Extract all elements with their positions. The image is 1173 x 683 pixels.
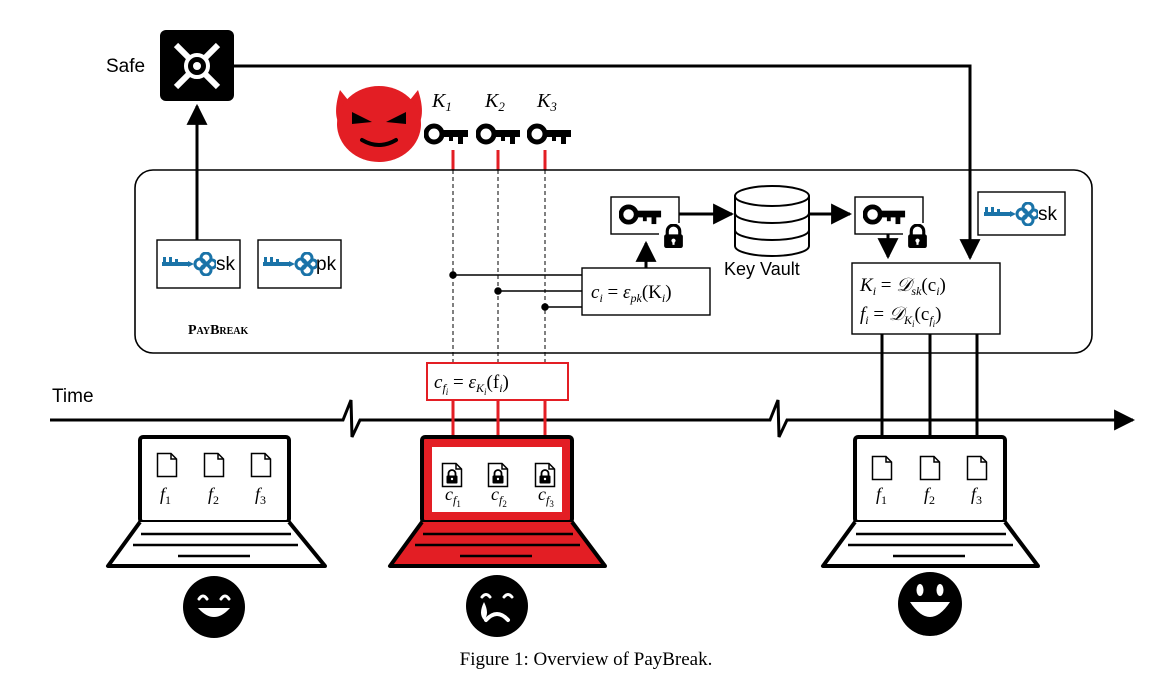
database-icon: [734, 185, 810, 257]
encrypt-key-formula-box: ci = εpk(Ki): [581, 267, 711, 316]
svg-text:f3: f3: [971, 484, 982, 507]
svg-text:cfi = εKi(fi): cfi = εKi(fi): [434, 372, 509, 397]
restore-arrows: [871, 334, 988, 457]
laptop-clean: f1 f2 f3: [106, 435, 327, 568]
key-k1: K1: [426, 90, 468, 144]
svg-text:cf3: cf3: [538, 484, 554, 509]
svg-text:f1: f1: [160, 484, 171, 507]
happy-face-icon: [183, 576, 245, 638]
safe-to-decryption-arrow: [234, 64, 981, 261]
svg-text:K1: K1: [431, 90, 452, 114]
file-f3: f3: [250, 452, 272, 507]
file-f1-recovered: f1: [871, 455, 893, 507]
laptop-recovered: f1 f2 f3: [821, 435, 1040, 568]
svg-text:K2: K2: [484, 90, 505, 114]
locked-file-cf3: cf3: [534, 462, 556, 509]
public-key-box: pk: [257, 239, 342, 289]
key-dashed-lines: [452, 170, 546, 363]
svg-text:K3: K3: [536, 90, 557, 114]
crying-face-icon: [466, 575, 528, 637]
encrypt-file-formula-box: cfi = εKi(fi): [426, 362, 569, 401]
secret-key-box-right: sk: [977, 191, 1066, 236]
locked-file-cf2: cf2: [487, 462, 509, 509]
grinning-face-icon: [898, 572, 962, 636]
time-label: Time: [52, 386, 94, 407]
key-icon: [478, 126, 520, 144]
key-red-stubs: [451, 150, 547, 170]
secret-key-box-left: sk: [156, 239, 241, 289]
locked-file-cf1: cf1: [441, 462, 463, 509]
decrypt-formula-box: Ki = 𝒟sk(ci) fi = 𝒟Ki(cfi): [851, 262, 1001, 335]
svg-text:f2: f2: [208, 484, 219, 507]
file-icon: [156, 452, 178, 478]
safe-icon: [160, 30, 234, 101]
locked-key-box-encrypt: [610, 196, 687, 251]
key-taps: [449, 271, 582, 311]
svg-text:f2: f2: [924, 484, 935, 507]
key-k3: K3: [529, 90, 571, 144]
laptop-encrypted: cf1 cf2 cf3: [388, 435, 607, 568]
svg-text:f3: f3: [255, 484, 266, 507]
file-icon: [203, 452, 225, 478]
svg-text:Ki = 𝒟sk(ci): Ki = 𝒟sk(ci): [859, 275, 946, 298]
key-vault-label: Key Vault: [724, 259, 800, 279]
file-f2: f2: [203, 452, 225, 507]
svg-text:ci = εpk(Ki): ci = εpk(Ki): [591, 282, 672, 305]
file-icon: [250, 452, 272, 478]
safe-label: Safe: [106, 56, 145, 77]
figure-caption: Figure 1: Overview of PayBreak.: [460, 649, 713, 670]
file-icon: [919, 455, 941, 481]
locked-key-box-decrypt: [854, 196, 931, 251]
devil-icon: [336, 86, 422, 162]
file-f3-recovered: f3: [966, 455, 988, 507]
key-icon: [426, 126, 468, 144]
timeline: [50, 399, 1136, 438]
svg-text:sk: sk: [1038, 204, 1058, 225]
paybreak-label: PayBreak: [188, 323, 249, 338]
key-k2: K2: [478, 90, 520, 144]
svg-text:cf2: cf2: [491, 484, 507, 509]
svg-text:sk: sk: [216, 254, 236, 275]
svg-text:cf1: cf1: [445, 484, 461, 509]
key-icon: [529, 126, 571, 144]
paybreak-container: [134, 169, 1093, 354]
file-f2-recovered: f2: [919, 455, 941, 507]
file-f1: f1: [156, 452, 178, 507]
file-icon: [871, 455, 893, 481]
svg-text:pk: pk: [316, 254, 337, 275]
file-icon: [966, 455, 988, 481]
svg-text:fi = 𝒟Ki(cfi): fi = 𝒟Ki(cfi): [860, 304, 942, 329]
svg-text:f1: f1: [876, 484, 887, 507]
